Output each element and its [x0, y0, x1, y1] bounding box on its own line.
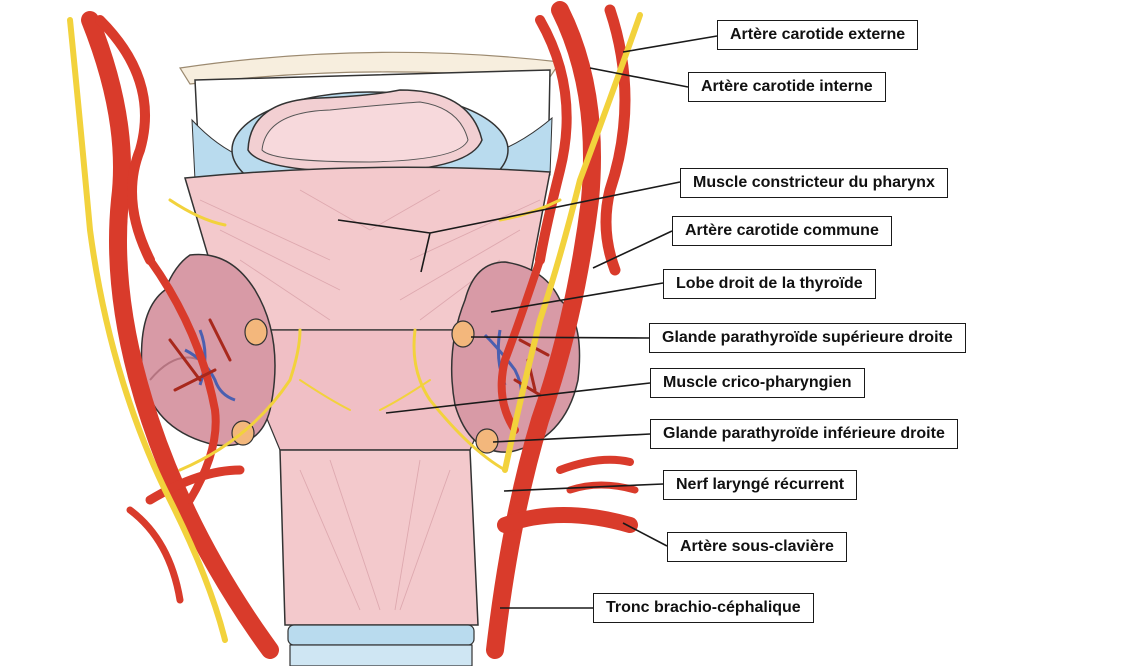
trachea-ring — [288, 625, 474, 645]
label-parathyroide-sup: Glande parathyroïde supérieure droite — [649, 323, 966, 353]
label-carotide-interne: Artère carotide interne — [688, 72, 886, 102]
label-carotide-commune: Artère carotide commune — [672, 216, 892, 246]
label-nerf-recurrent: Nerf laryngé récurrent — [663, 470, 857, 500]
label-carotide-externe: Artère carotide externe — [717, 20, 918, 50]
label-parathyroide-inf: Glande parathyroïde inférieure droite — [650, 419, 958, 449]
parathyroid-right-inf — [476, 429, 498, 453]
label-constricteur: Muscle constricteur du pharynx — [680, 168, 948, 198]
leader-parathyroide-sup — [471, 337, 649, 338]
parathyroid-right-sup — [452, 321, 474, 347]
label-lobe-droit: Lobe droit de la thyroïde — [663, 269, 876, 299]
label-crico-pharyngien: Muscle crico-pharyngien — [650, 368, 865, 398]
esophagus — [280, 450, 478, 625]
parathyroid-left-sup — [245, 319, 267, 345]
label-tronc: Tronc brachio-céphalique — [593, 593, 814, 623]
trachea-ring-2 — [290, 645, 472, 666]
label-sous-claviere: Artère sous-clavière — [667, 532, 847, 562]
